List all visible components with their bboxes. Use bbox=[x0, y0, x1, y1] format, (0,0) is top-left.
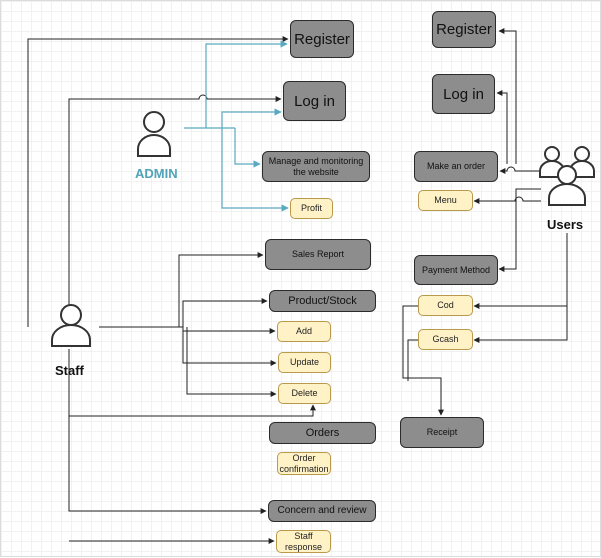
user-payment-method-node: Payment Method bbox=[414, 255, 498, 285]
admin-login-node: Log in bbox=[283, 81, 346, 121]
users-group-icon bbox=[539, 146, 595, 206]
admin-manage-node: Manage and monitoring the website bbox=[262, 151, 370, 182]
user-make-order-node: Make an order bbox=[414, 151, 498, 182]
users-label: Users bbox=[547, 217, 584, 232]
user-gcash-node: Gcash bbox=[418, 329, 473, 350]
staff-delete-node: Delete bbox=[278, 383, 331, 404]
staff-add-node: Add bbox=[277, 321, 331, 342]
user-login-node: Log in bbox=[432, 74, 495, 114]
staff-sales-report-node: Sales Report bbox=[265, 239, 371, 270]
user-receipt-node: Receipt bbox=[400, 417, 484, 448]
admin-register-node: Register bbox=[290, 20, 354, 58]
admin-profit-node: Profit bbox=[290, 198, 333, 219]
admin-label: ADMIN bbox=[135, 166, 178, 181]
staff-response-node: Staff response bbox=[276, 530, 331, 553]
staff-concern-review-node: Concern and review bbox=[268, 500, 376, 522]
user-cod-node: Cod bbox=[418, 295, 473, 316]
staff-product-stock-node: Product/Stock bbox=[269, 290, 376, 312]
staff-label: Staff bbox=[55, 363, 84, 378]
user-register-node: Register bbox=[432, 11, 496, 48]
staff-order-confirmation-node: Order confirmation bbox=[277, 452, 331, 475]
admin-person-icon bbox=[137, 111, 171, 157]
staff-orders-node: Orders bbox=[269, 422, 376, 444]
user-menu-node: Menu bbox=[418, 190, 473, 211]
staff-update-node: Update bbox=[278, 352, 331, 373]
staff-person-icon bbox=[51, 304, 91, 347]
